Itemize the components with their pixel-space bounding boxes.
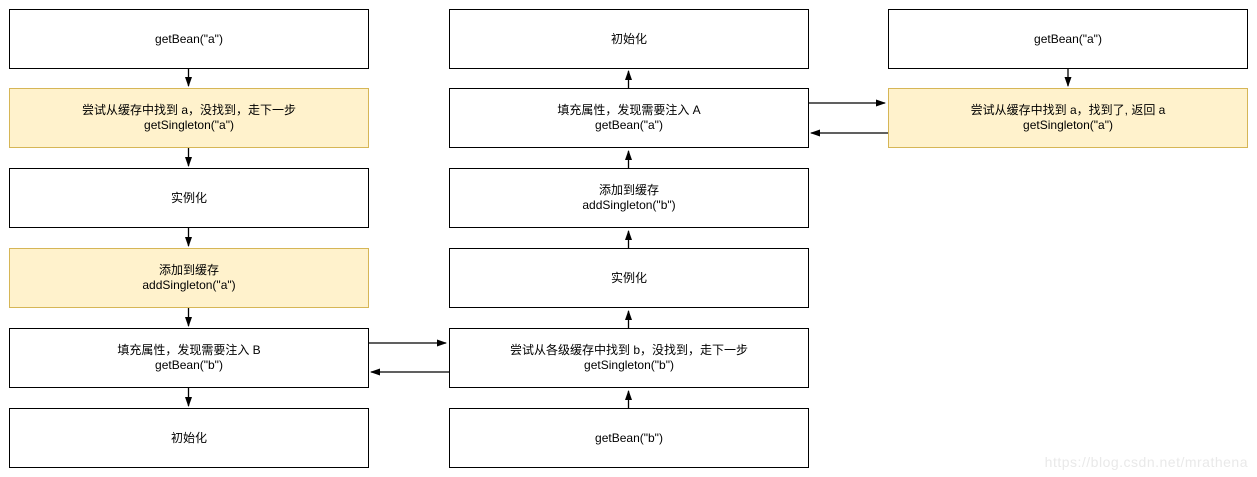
node-label: 添加到缓存: [158, 263, 219, 277]
node-sublabel: getBean("a"): [595, 118, 663, 132]
node-label: getBean("a"): [155, 31, 223, 46]
node-sublabel: getSingleton("a"): [1023, 118, 1113, 132]
node-label: 尝试从各级缓存中找到 b，没找到，走下一步: [509, 343, 748, 357]
node-label: 初始化: [610, 31, 647, 46]
node-left-populate-needs-b: 填充属性，发现需要注入 B getBean("b"): [9, 328, 369, 388]
node-sublabel: getSingleton("b"): [584, 358, 674, 372]
node-middle-getsingleton-b: 尝试从各级缓存中找到 b，没找到，走下一步 getSingleton("b"): [449, 328, 809, 388]
node-left-initialize: 初始化: [9, 408, 369, 468]
watermark: https://blog.csdn.net/mrathena: [1044, 454, 1248, 470]
node-label: 尝试从缓存中找到 a，找到了, 返回 a: [970, 103, 1166, 117]
node-label: getBean("a"): [1034, 31, 1102, 46]
node-right-getbean-a: getBean("a"): [888, 9, 1248, 69]
node-label: 初始化: [170, 430, 207, 445]
node-label: 尝试从缓存中找到 a，没找到，走下一步: [81, 103, 296, 117]
node-middle-populate-needs-a: 填充属性，发现需要注入 A getBean("a"): [449, 88, 809, 148]
node-left-getsingleton-a: 尝试从缓存中找到 a，没找到，走下一步 getSingleton("a"): [9, 88, 369, 148]
node-middle-addsingleton-b: 添加到缓存 addSingleton("b"): [449, 168, 809, 228]
node-middle-getbean-b: getBean("b"): [449, 408, 809, 468]
node-label: 填充属性，发现需要注入 B: [117, 343, 261, 357]
node-right-getsingleton-a-hit: 尝试从缓存中找到 a，找到了, 返回 a getSingleton("a"): [888, 88, 1248, 148]
node-sublabel: getBean("b"): [155, 358, 223, 372]
node-middle-instantiate: 实例化: [449, 248, 809, 308]
node-left-addsingleton-a: 添加到缓存 addSingleton("a"): [9, 248, 369, 308]
node-label: getBean("b"): [595, 430, 663, 445]
node-label: 填充属性，发现需要注入 A: [557, 103, 701, 117]
node-label: 添加到缓存: [598, 183, 659, 197]
node-label: 实例化: [610, 270, 647, 285]
node-label: 实例化: [170, 190, 207, 205]
node-sublabel: getSingleton("a"): [144, 118, 234, 132]
node-left-instantiate: 实例化: [9, 168, 369, 228]
node-middle-initialize: 初始化: [449, 9, 809, 69]
node-sublabel: addSingleton("b"): [582, 198, 676, 212]
node-left-getbean-a: getBean("a"): [9, 9, 369, 69]
node-sublabel: addSingleton("a"): [142, 278, 236, 292]
